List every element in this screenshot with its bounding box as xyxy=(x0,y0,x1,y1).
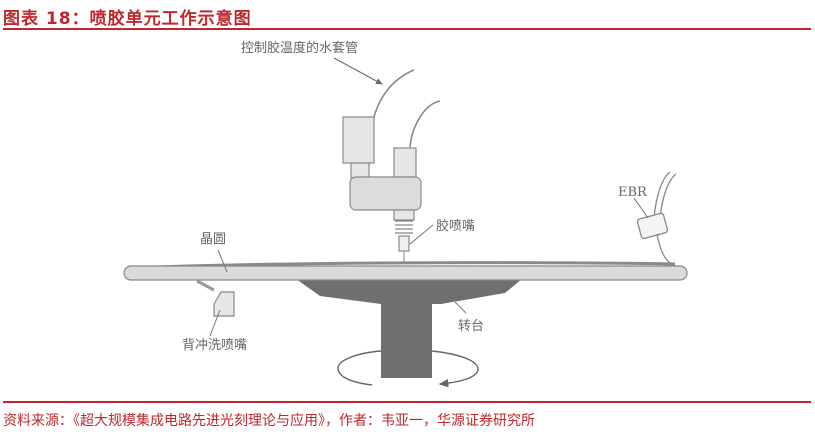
label-glue-nozzle: 胶喷嘴 xyxy=(436,218,475,234)
title-divider xyxy=(3,28,811,30)
wafer-leader xyxy=(217,249,228,273)
turntable xyxy=(296,279,522,378)
source-note: 资料来源：《超大规模集成电路先进光刻理论与应用》，作者：韦亚一，华源证券研究所 xyxy=(3,413,535,429)
footer-divider xyxy=(3,401,811,403)
spin-coater-diagram: 控制胶温度的水套管 胶喷嘴 EBR 转台 晶圆 xyxy=(123,40,688,388)
glue-nozzle-leader xyxy=(409,224,434,245)
turntable-leader xyxy=(454,301,467,314)
ebr-unit xyxy=(636,171,677,264)
water-jacket-tubes xyxy=(370,69,441,148)
dispense-head xyxy=(342,116,422,263)
label-turntable: 转台 xyxy=(458,319,484,334)
rotation-arrow xyxy=(337,350,479,388)
ebr-leader xyxy=(633,197,649,219)
label-ebr: EBR xyxy=(618,185,648,200)
water-jacket-leader xyxy=(333,57,383,85)
back-rinse-leader xyxy=(209,309,221,337)
figure-title: 图表 18：喷胶单元工作示意图 xyxy=(3,9,252,29)
label-wafer: 晶圆 xyxy=(200,232,226,247)
label-back-rinse-nozzle: 背冲洗喷嘴 xyxy=(182,338,247,353)
label-water-jacket: 控制胶温度的水套管 xyxy=(241,40,358,56)
wafer xyxy=(123,261,688,281)
back-rinse-nozzle xyxy=(196,279,235,317)
